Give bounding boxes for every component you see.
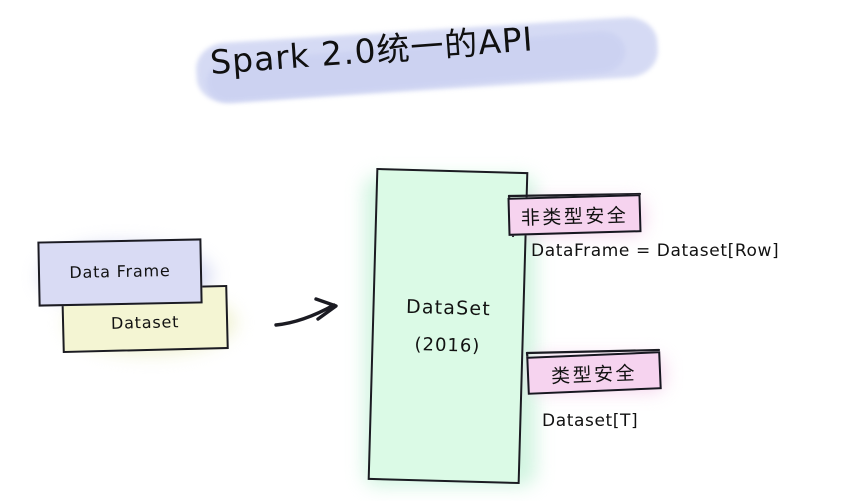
type-safe-caption: Dataset[T] — [542, 411, 639, 431]
non-type-safe-badge-label: 非类型安全 — [520, 204, 629, 229]
arrow-right-icon — [274, 297, 338, 327]
non-type-safe-caption: DataFrame = Dataset[Row] — [531, 241, 780, 261]
type-safe-badge-label: 类型安全 — [550, 361, 638, 388]
type-safe-badge[interactable]: 类型安全 — [526, 351, 662, 395]
non-type-safe-badge[interactable]: 非类型安全 — [507, 194, 642, 236]
